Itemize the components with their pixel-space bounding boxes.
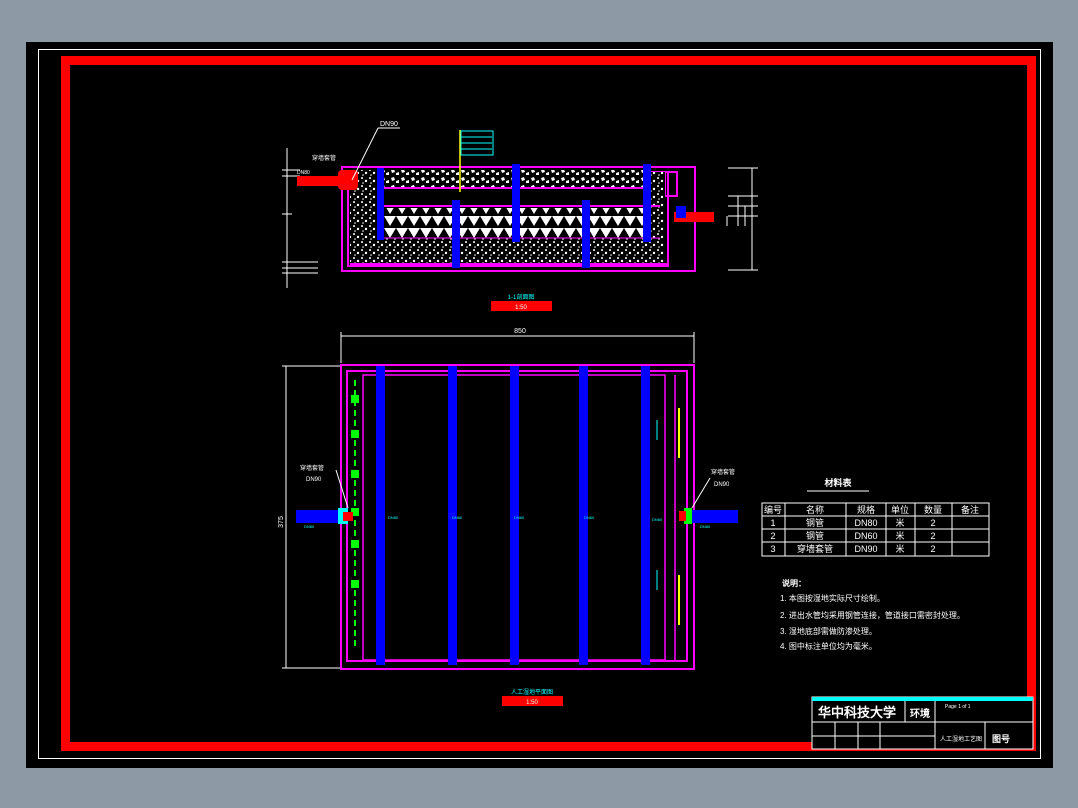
plan-outlet-pipe [690,510,738,523]
drawing-sheet [26,42,1053,768]
table-cell: 2 [930,518,935,528]
plan-pipe-3 [510,366,519,665]
pipe-label-3: DN60 [514,515,525,520]
th-unit: 单位 [891,504,909,515]
plan-inlet-label: 穿墙套管 [300,464,324,472]
drawing-no: 图号 [992,734,1010,744]
materials-table: 材料表 编号 名称 规格 单位 数量 备注 1 钢管 DN80 米 2 2 钢管… [761,477,990,557]
section-small-label: DN80 [297,170,310,176]
section-caption: 1-1剖面图 [508,293,535,301]
table-cell: 钢管 [806,517,824,528]
section-inlet-label: 穿墙套管 [312,154,336,162]
drawing-frame [38,49,1041,759]
notes: 说明： 1. 本图按湿地实际尺寸绘制。 2. 进出水管均采用钢管连接，管道接口需… [780,578,965,651]
section-view: DN90 穿墙套管 DN80 1-1剖面图 1:50 [282,121,758,311]
materials-title: 材料表 [823,477,852,488]
pipe-label-1: DN60 [388,515,399,520]
plan-view: 850 375 DN60 DN60 DN60 DN60 DN60 [278,328,738,706]
table-cell: 2 [930,531,935,541]
red-border [61,56,1036,751]
notes-title: 说明： [782,578,806,588]
note-1: 1. 本图按湿地实际尺寸绘制。 [780,593,885,603]
note-3: 3. 湿地底部需做防渗处理。 [780,626,877,636]
table-cell: 钢管 [806,530,824,541]
table-cell: 2 [930,544,935,554]
table-cell: DN90 [854,544,877,554]
section-top-label: DN90 [380,121,398,128]
plan-dim-width: 850 [514,328,526,335]
pipe-label-4: DN60 [584,515,595,520]
table-cell: 1 [770,518,775,528]
plan-inlet-size: DN90 [306,477,322,483]
pipe-label-2: DN60 [452,515,463,520]
table-cell: 米 [895,530,904,541]
pipe-label-5: DN60 [652,517,663,522]
plan-pipe-2 [448,366,457,665]
section-outlet-pipe [674,212,714,222]
section-scale: 1:50 [515,305,527,311]
table-cell: 米 [895,543,904,554]
table-cell: DN80 [854,518,877,528]
th-spec: 规格 [857,504,875,515]
note-2: 2. 进出水管均采用钢管连接，管道接口需密封处理。 [780,610,965,620]
plan-dim-height: 375 [278,516,285,528]
title-block: 华中科技大学 环境 Page 1 of 1 人工湿地工艺图 图号 [811,696,1034,750]
plan-pipe-1 [376,366,385,665]
table-cell: 米 [895,517,904,528]
section-inlet-pipe [297,176,349,186]
plan-scale: 1:50 [526,700,538,706]
table-cell: 2 [770,531,775,541]
th-name: 名称 [806,504,824,515]
drawing-name: 人工湿地工艺图 [940,735,982,743]
table-cell: 3 [770,544,775,554]
plan-outlet-small: DN80 [700,524,711,529]
plan-outlet-label: 穿墙套管 [711,468,735,476]
plan-inlet-small: DN80 [304,524,315,529]
th-no: 编号 [764,504,782,515]
note-4: 4. 图中标注单位均为毫米。 [780,641,877,651]
plan-caption: 人工湿地平面图 [511,688,553,696]
table-cell: DN60 [854,531,877,541]
th-remark: 备注 [961,504,979,515]
table-cell: 穿墙套管 [797,543,833,554]
plan-outlet-size: DN90 [714,482,730,488]
plan-inlet-pipe [296,510,346,523]
title-small: Page 1 of 1 [945,704,971,710]
plan-pipe-4 [579,366,588,665]
dept-name: 环境 [910,707,930,720]
school-name: 华中科技大学 [818,705,896,720]
th-qty: 数量 [924,504,942,515]
plan-pipe-5 [641,366,650,665]
